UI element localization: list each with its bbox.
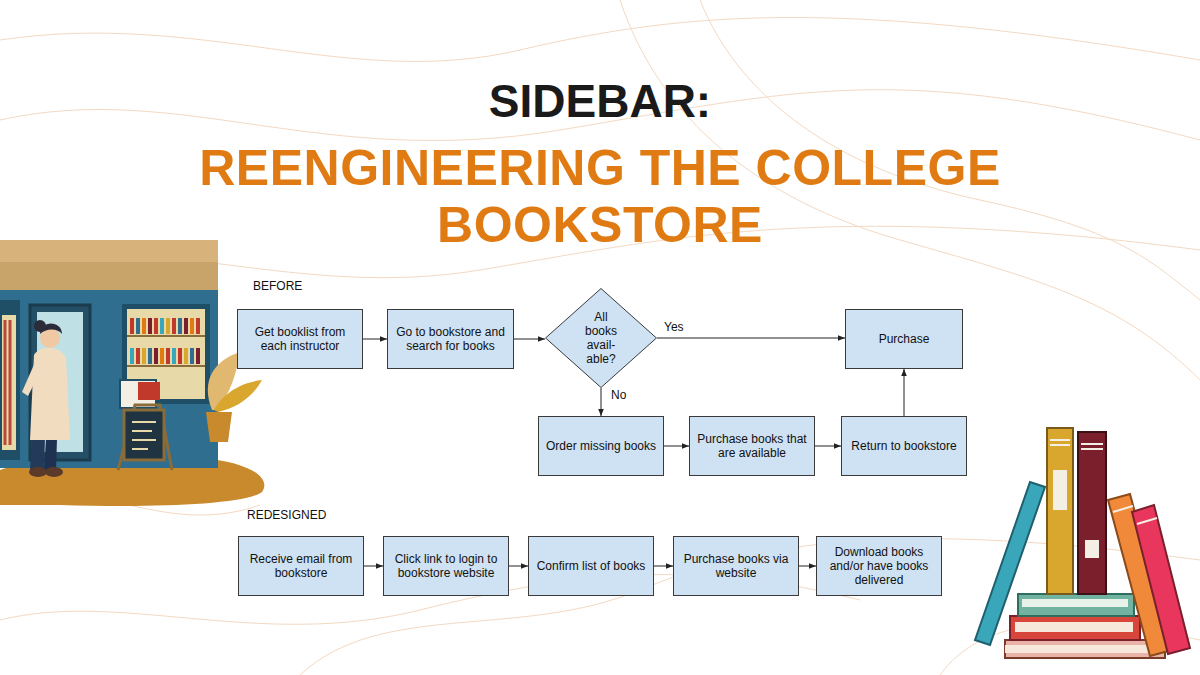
flow-arrow (363, 339, 387, 340)
node-text: Purchase books that are available (690, 432, 814, 460)
node-text: Get booklist from each instructor (238, 325, 362, 353)
flow-arrow (657, 338, 845, 339)
process-box: Purchase (845, 309, 963, 369)
process-box: Receive email from bookstore (238, 536, 364, 596)
node-text: Download books and/or have books deliver… (817, 545, 941, 587)
flow-arrow (799, 566, 816, 567)
book-stack-illustration (975, 428, 1190, 658)
node-text: Go to bookstore and search for books (388, 325, 513, 353)
flow-arrow (601, 388, 602, 416)
flow-arrow (654, 566, 673, 567)
process-box: Purchase books via website (673, 536, 799, 596)
section-label: BEFORE (253, 279, 302, 293)
process-box: Click link to login to bookstore website (383, 536, 509, 596)
node-text: Return to bookstore (845, 439, 962, 453)
flow-arrow (509, 566, 528, 567)
node-text: Purchase (873, 332, 936, 346)
flow-arrow (514, 339, 545, 340)
section-label: REDESIGNED (247, 508, 326, 522)
node-text: Receive email from bookstore (239, 552, 363, 580)
node-text: Click link to login to bookstore website (384, 552, 508, 580)
process-box: Purchase books that are available (689, 416, 815, 476)
process-box: Get booklist from each instructor (237, 309, 363, 369)
decision-diamond: All books avail- able? (545, 288, 657, 388)
process-box: Order missing books (538, 416, 664, 476)
bookstore-illustration (0, 240, 264, 506)
flow-arrow (904, 369, 905, 416)
process-box: Download books and/or have books deliver… (816, 536, 942, 596)
flow-arrow (664, 446, 689, 447)
process-box: Confirm list of books (528, 536, 654, 596)
branch-label: Yes (662, 320, 686, 334)
flow-arrow (815, 446, 841, 447)
process-box: Return to bookstore (841, 416, 967, 476)
node-text: Order missing books (540, 439, 662, 453)
heading-label: SIDEBAR: (0, 74, 1200, 128)
node-text: Confirm list of books (531, 559, 652, 573)
title: REENGINEERING THE COLLEGE BOOKSTORE (130, 140, 1070, 254)
node-text: Purchase books via website (674, 552, 798, 580)
branch-label: No (609, 388, 628, 402)
flow-arrow (364, 566, 383, 567)
node-text: All books avail- able? (579, 310, 623, 366)
process-box: Go to bookstore and search for books (387, 309, 514, 369)
